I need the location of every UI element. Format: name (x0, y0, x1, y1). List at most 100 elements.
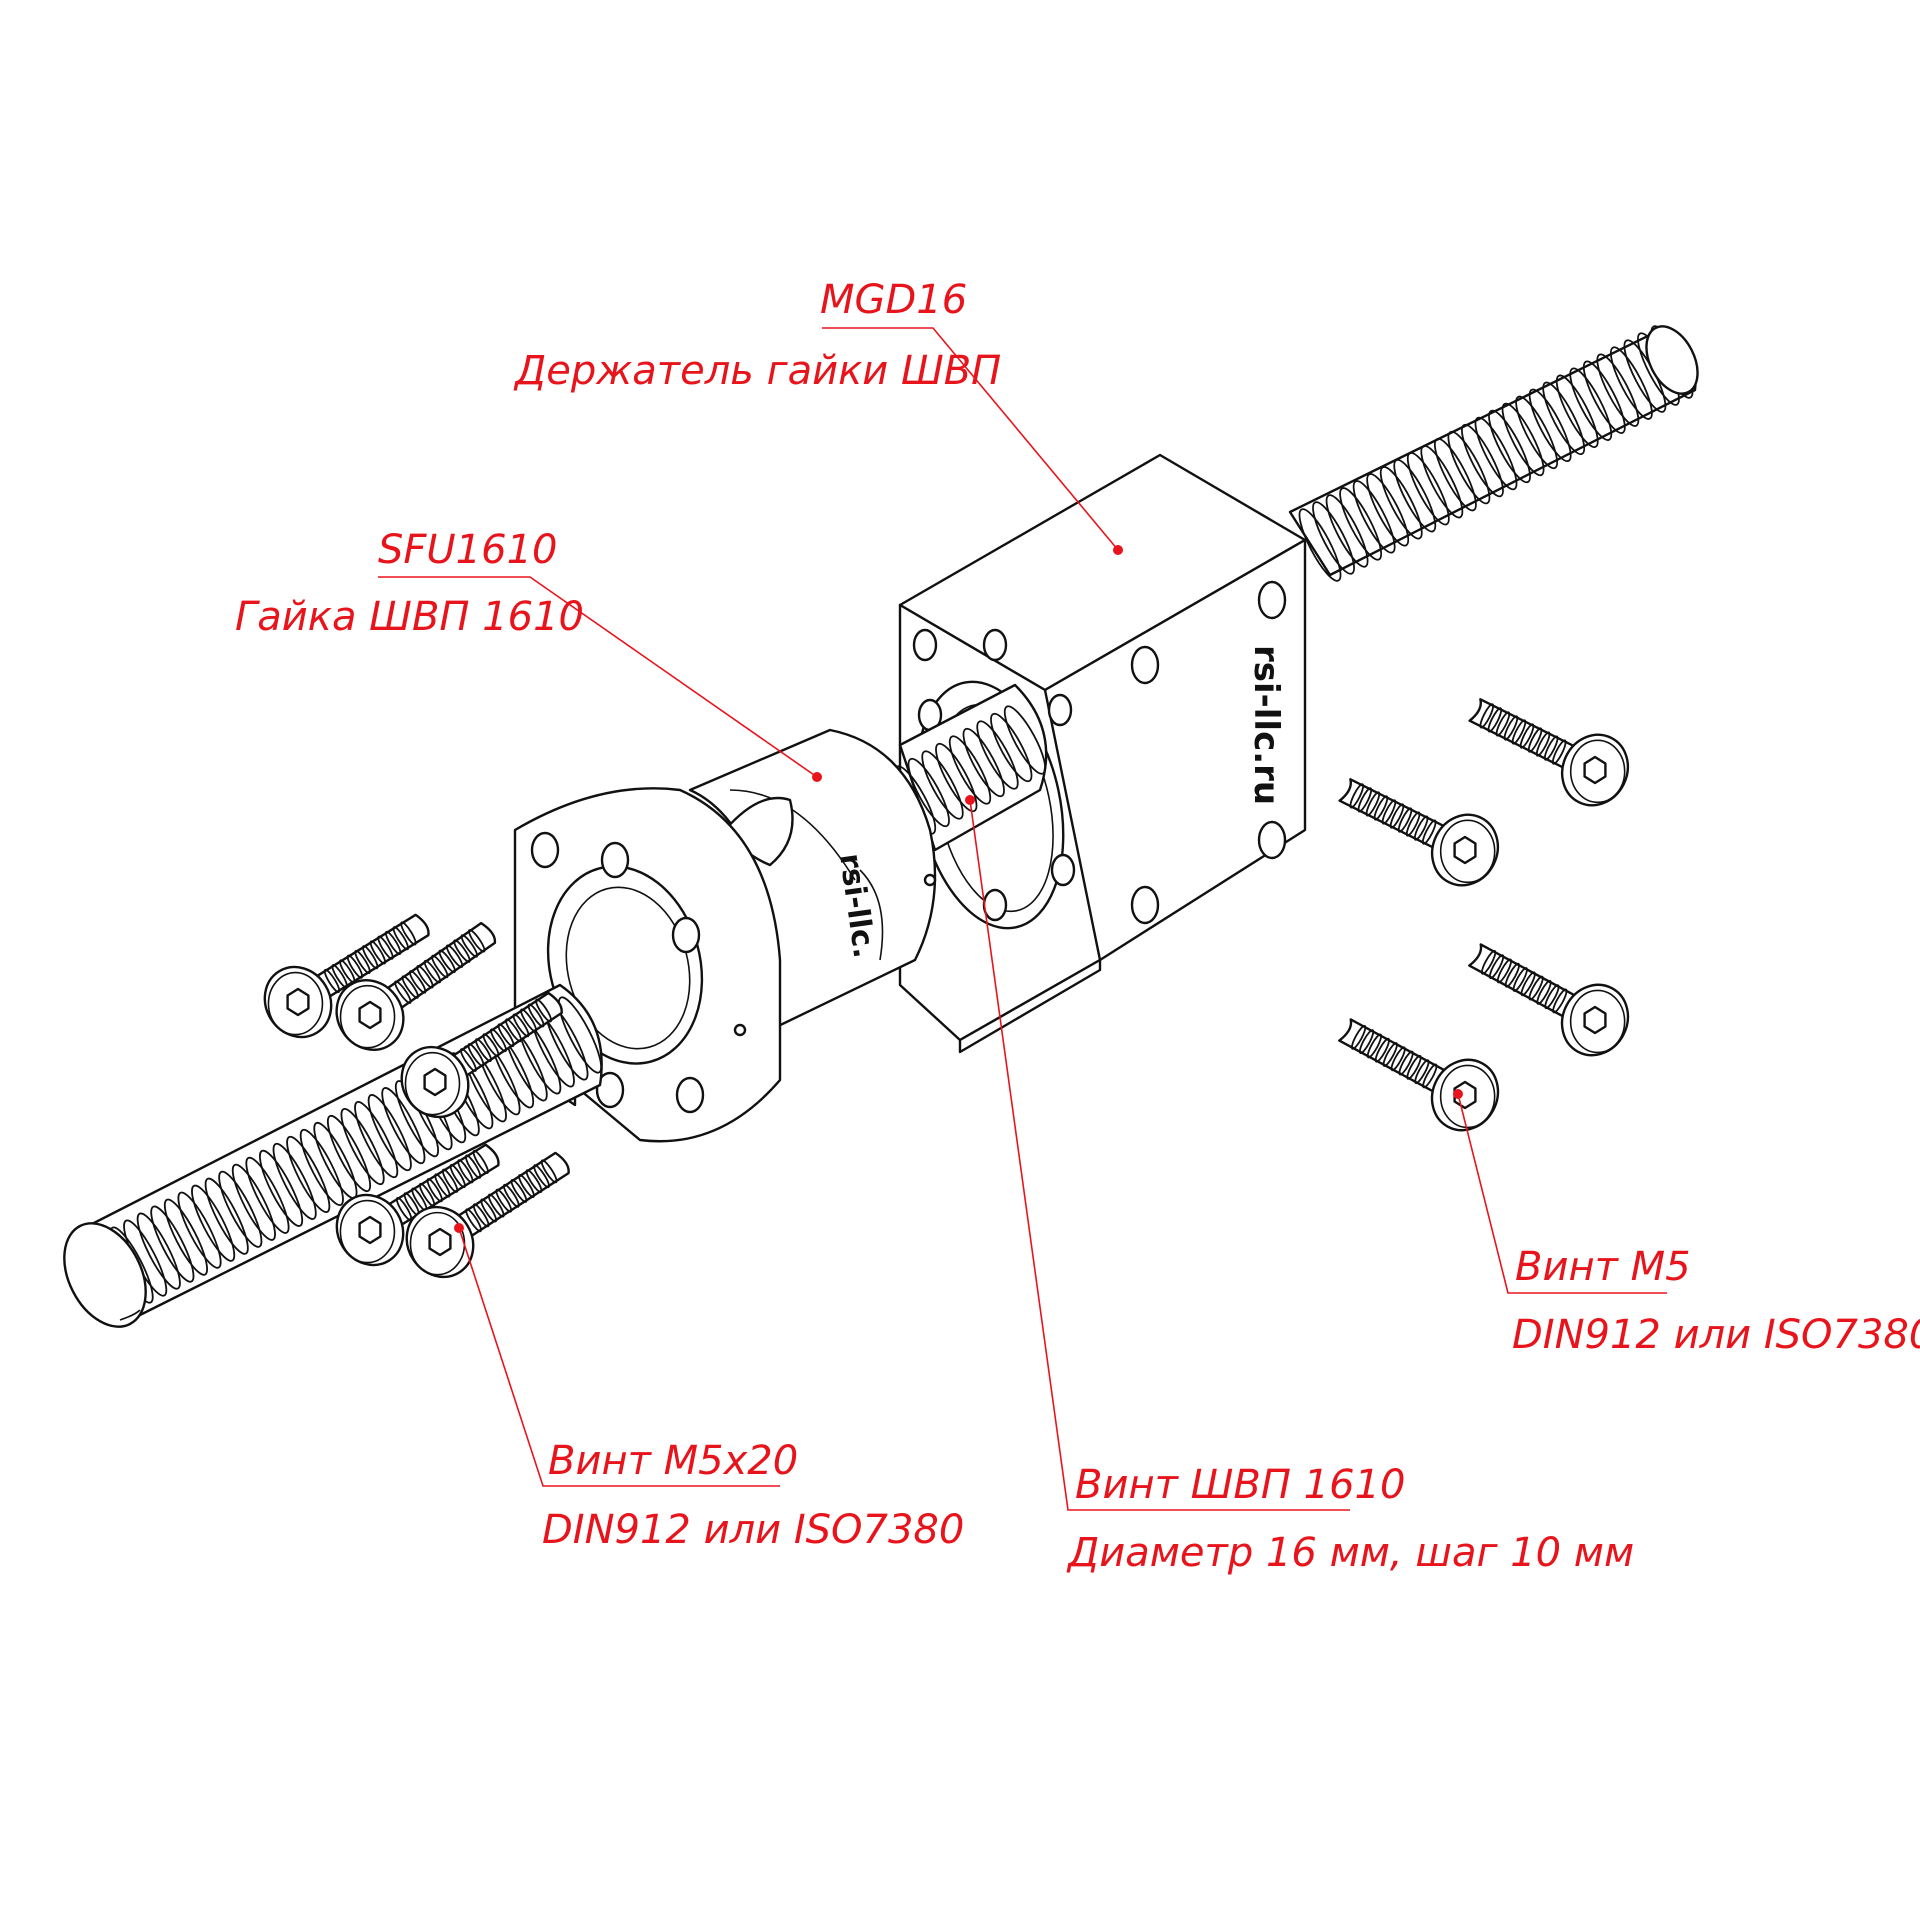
thread-ring (935, 742, 978, 813)
hex-socket-icon (358, 1215, 382, 1245)
callout-m5x20-code: Винт M5x20 (548, 1438, 798, 1484)
screw-thread (472, 1149, 489, 1175)
thread-ring (1515, 395, 1558, 470)
thread-ring (1379, 466, 1423, 540)
thread-ring (1312, 501, 1355, 575)
screw-thread (1365, 791, 1381, 817)
screw-thread (1535, 731, 1551, 757)
hex-socket-icon (358, 1000, 382, 1030)
callout-ballscrew-code: Винт ШВП 1610 (1075, 1462, 1405, 1508)
thread-ring (1582, 360, 1626, 434)
thread-ring (557, 996, 603, 1074)
thread-ring (976, 720, 1019, 790)
screw-thread (1480, 949, 1497, 975)
screw-thread (1504, 962, 1520, 988)
thread-ring (921, 750, 964, 820)
screw-thread (520, 1008, 538, 1033)
screw-thread (1422, 1063, 1438, 1089)
holder-brand-label: rsi-llc.ru (1246, 645, 1286, 805)
screw-thread (1528, 975, 1544, 1001)
screw-thread (426, 1178, 443, 1203)
thread-ring (1610, 346, 1653, 420)
screw-thread (1397, 807, 1413, 833)
cap-screw (1338, 1018, 1500, 1132)
thread-ring (1420, 444, 1464, 519)
screw-thread (1405, 811, 1421, 837)
cap-screw (400, 991, 563, 1119)
hex-socket-icon (1453, 835, 1477, 865)
screw-thread (1373, 795, 1389, 821)
thread-ring (1406, 452, 1450, 526)
thread-ring (177, 1191, 222, 1269)
screw-thread (474, 1038, 492, 1062)
cap-screw (1468, 943, 1630, 1057)
screw-thread (527, 1003, 545, 1028)
thread-ring (299, 1128, 344, 1206)
thread-ring (204, 1177, 249, 1255)
thread-ring (990, 712, 1033, 783)
thread-ring (381, 1087, 426, 1165)
screw-thread (1551, 739, 1567, 765)
screw-thread (490, 1028, 507, 1053)
screw-thread (423, 959, 442, 984)
screw-thread (416, 965, 434, 989)
screw-thread (1495, 711, 1511, 737)
thread-ring (259, 1149, 304, 1227)
screw-thread (518, 1174, 535, 1198)
screw-thread (431, 954, 449, 979)
screw-thread (525, 1169, 543, 1194)
screw-thread (1488, 954, 1505, 980)
callout-nut: SFU1610 Гайка ШВП 1610 (235, 527, 822, 782)
callout-holder-code: MGD16 (820, 277, 967, 323)
screw-thread (1421, 819, 1437, 845)
thread-ring (136, 1212, 181, 1290)
screw-thread (1358, 1029, 1375, 1055)
screw-thread (512, 1013, 530, 1038)
thread-ring (1434, 437, 1477, 512)
screw-thread (354, 949, 371, 974)
callout-screw-m5: Винт M5 DIN912 или ISO7380 (1453, 1089, 1920, 1358)
screw-thread (1512, 967, 1528, 992)
cap-screw (1468, 698, 1630, 807)
hex-socket-icon (1583, 1005, 1607, 1035)
hex-socket-icon (1583, 755, 1607, 785)
screw-thread (472, 1203, 490, 1228)
screw-thread (468, 929, 486, 953)
screw-thread (1479, 703, 1495, 729)
thread-ring (367, 1094, 412, 1172)
screw-thread (1511, 719, 1527, 745)
hex-socket-icon (423, 1067, 447, 1097)
screw-thread (1414, 1059, 1430, 1085)
screw-thread (449, 1163, 466, 1189)
screw-thread (401, 975, 419, 999)
screw-thread (1406, 1054, 1422, 1080)
callout-nut-code: SFU1610 (378, 527, 557, 573)
ball-screw-shaft-middle (893, 683, 1048, 852)
screw-thread (323, 968, 341, 993)
screw-thread (1544, 984, 1560, 1010)
screw-thread (1398, 1050, 1414, 1076)
screw-thread (487, 1193, 505, 1218)
screw-thread (384, 930, 402, 955)
screw-thread (1487, 707, 1503, 733)
callout-holder-desc: Держатель гайки ШВП (513, 348, 1001, 394)
screw-thread (1520, 971, 1536, 997)
screw-thread (369, 940, 387, 965)
screw-thread (482, 1033, 500, 1058)
screw-thread (1350, 1024, 1367, 1050)
thread-ring (948, 735, 992, 805)
cap-screw (263, 913, 430, 1039)
screw-thread (400, 921, 417, 946)
screw-thread (505, 1018, 522, 1043)
thread-ring (354, 1101, 399, 1179)
screw-thread (441, 1168, 459, 1193)
callout-holder: MGD16 Держатель гайки ШВП (513, 277, 1123, 555)
thread-ring (1474, 416, 1518, 491)
screw-thread (1519, 723, 1535, 749)
screw-thread (480, 1198, 498, 1223)
hex-socket-icon (428, 1227, 452, 1257)
callout-m5x20-desc: DIN912 или ISO7380 (542, 1507, 964, 1553)
screw-thread (377, 935, 394, 960)
thread-ring (962, 727, 1005, 798)
